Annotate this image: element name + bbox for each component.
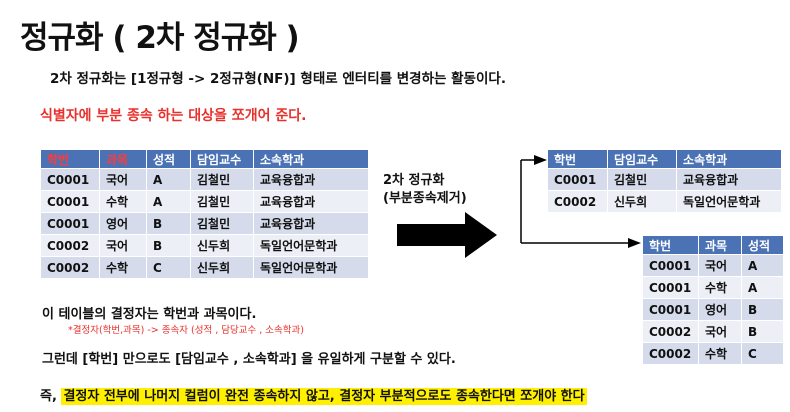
table-cell: 김철민: [190, 212, 254, 235]
table-cell: C0002: [642, 342, 699, 365]
intro-text: 2차 정규화는 [1정규형 -> 2정규형(NF)] 형태로 엔터티를 변경하는…: [50, 71, 506, 87]
table-cell: 교육융합과: [676, 168, 782, 191]
table-cell: A: [741, 254, 784, 277]
main-header-department: 소속학과: [253, 149, 369, 169]
table-cell: 김철민: [190, 168, 254, 191]
table-cell: 영어: [99, 212, 147, 235]
table-cell: C0001: [642, 298, 699, 321]
table-row: C0001 국어 A 김철민 교육융합과: [40, 168, 369, 191]
table-row: C0001 수학 A: [642, 276, 784, 299]
main-table-header-row: 학번 과목 성적 담임교수 소속학과: [40, 149, 369, 169]
table-cell: C0001: [40, 168, 100, 191]
grade-table-header-row: 학번 과목 성적: [642, 235, 784, 255]
table-cell: B: [741, 298, 784, 321]
table-cell: C0002: [40, 256, 100, 279]
table-cell: C: [741, 342, 784, 365]
table-cell: B: [146, 234, 191, 257]
table-cell: 교육융합과: [253, 212, 369, 235]
partial-dependency-note: 그런데 [학번] 만으로도 [담임교수 , 소속학과] 을 유일하게 구분할 수…: [42, 352, 456, 367]
conclusion-prefix: 즉,: [40, 389, 62, 404]
split-connector-lines: [520, 155, 641, 248]
table-row: C0002 신두희 독일언어문학과: [547, 190, 782, 213]
r1-header-student-id: 학번: [547, 149, 608, 169]
table-cell: 영어: [698, 298, 742, 321]
determinant-note: 이 테이블의 결정자는 학번과 과목이다.: [42, 307, 257, 322]
table-cell: 독일언어문학과: [676, 190, 782, 213]
table-cell: C: [146, 256, 191, 279]
table-cell: 수학: [698, 276, 742, 299]
main-header-grade: 성적: [146, 149, 191, 169]
table-row: C0001 영어 B: [642, 298, 784, 321]
table-cell: B: [146, 212, 191, 235]
table-cell: C0001: [547, 168, 608, 191]
normalization-label-title: 2차 정규화: [383, 173, 445, 188]
table-cell: 교육융합과: [253, 190, 369, 213]
table-cell: 김철민: [607, 168, 677, 191]
table-cell: A: [146, 168, 191, 191]
table-row: C0002 국어 B: [642, 320, 784, 343]
table-cell: 교육융합과: [253, 168, 369, 191]
table-cell: C0001: [40, 190, 100, 213]
table-cell: 신두희: [190, 234, 254, 257]
table-row: C0001 국어 A: [642, 254, 784, 277]
table-row: C0001 영어 B 김철민 교육융합과: [40, 212, 369, 235]
main-header-student-id: 학번: [40, 149, 100, 169]
professor-table-header-row: 학번 담임교수 소속학과: [547, 149, 782, 169]
table-cell: C0001: [40, 212, 100, 235]
table-cell: 수학: [99, 256, 147, 279]
table-cell: 신두희: [190, 256, 254, 279]
main-header-professor: 담임교수: [190, 149, 254, 169]
table-cell: C0002: [40, 234, 100, 257]
r2-header-grade: 성적: [741, 235, 784, 255]
table-cell: B: [741, 320, 784, 343]
table-cell: C0001: [642, 254, 699, 277]
main-header-subject: 과목: [99, 149, 147, 169]
conclusion-highlight: 결정자 전부에 나머지 컬럼이 완전 종속하지 않고, 결정자 부분적으로도 종…: [61, 388, 587, 405]
table-cell: 국어: [698, 254, 742, 277]
table-cell: 수학: [99, 190, 147, 213]
table-cell: 독일언어문학과: [253, 234, 369, 257]
grade-table: 학번 과목 성적 C0001 국어 A C0001 수학 A C0001 영어 …: [642, 235, 784, 365]
table-row: C0001 수학 A 김철민 교육융합과: [40, 190, 369, 213]
table-cell: C0002: [547, 190, 608, 213]
professor-table: 학번 담임교수 소속학과 C0001 김철민 교육융합과 C0002 신두희 독…: [547, 149, 782, 213]
r2-header-subject: 과목: [698, 235, 742, 255]
table-cell: C0001: [642, 276, 699, 299]
table-cell: 독일언어문학과: [253, 256, 369, 279]
table-row: C0002 수학 C: [642, 342, 784, 365]
table-cell: 국어: [698, 320, 742, 343]
normalization-label: 2차 정규화 (부분종속제거): [383, 172, 467, 208]
table-cell: 국어: [99, 168, 147, 191]
conclusion-text: 즉, 결정자 전부에 나머지 컬럼이 완전 종속하지 않고, 결정자 부분적으로…: [40, 385, 587, 405]
page-title: 정규화 ( 2차 정규화 ): [20, 20, 300, 56]
table-cell: 신두희: [607, 190, 677, 213]
r1-header-department: 소속학과: [676, 149, 782, 169]
table-cell: C0002: [642, 320, 699, 343]
table-row: C0002 수학 C 신두희 독일언어문학과: [40, 256, 369, 279]
main-table: 학번 과목 성적 담임교수 소속학과 C0001 국어 A 김철민 교육융합과 …: [40, 149, 369, 279]
table-row: C0001 김철민 교육융합과: [547, 168, 782, 191]
table-cell: 국어: [99, 234, 147, 257]
table-cell: A: [741, 276, 784, 299]
r2-header-student-id: 학번: [642, 235, 699, 255]
table-cell: A: [146, 190, 191, 213]
dependency-note: *결정자(학번,과목) -> 종속자 (성적 , 담당교수 , 소속학과): [68, 325, 304, 336]
r1-header-professor: 담임교수: [607, 149, 677, 169]
right-arrow-icon: [397, 212, 497, 258]
table-cell: 수학: [698, 342, 742, 365]
normalization-label-subtitle: (부분종속제거): [383, 191, 467, 206]
table-row: C0002 국어 B 신두희 독일언어문학과: [40, 234, 369, 257]
table-cell: 김철민: [190, 190, 254, 213]
highlight-text: 식별자에 부분 종속 하는 대상을 쪼개어 준다.: [40, 108, 307, 124]
